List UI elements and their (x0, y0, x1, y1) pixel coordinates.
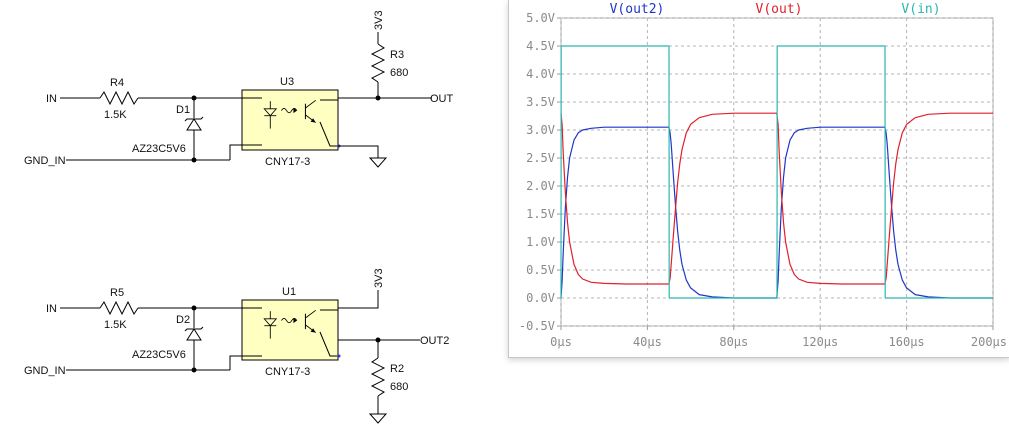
r4-value: 1.5K (104, 109, 127, 121)
waveform-chart: -0.5V 0.0V 0.5V 1.0V 1.5V 2.0V 2.5V 3.0V 3.5V 4.0… (519, 2, 1007, 349)
top-circuit: IN R4 1.5K D1 AZ23C5V6 GND_IN U3 (24, 10, 454, 168)
legend-entry: V(out) (756, 2, 803, 17)
legend-entry: V(in) (901, 2, 940, 17)
y-tick-label: 3.0V (526, 123, 555, 137)
d2-ref: D2 (176, 314, 190, 326)
y-tick-label: 0.0V (526, 291, 555, 305)
d2-part: AZ23C5V6 (132, 349, 186, 361)
series-layer (560, 45, 993, 299)
u1-part: CNY17-3 (265, 366, 310, 378)
d1-ref: D1 (176, 104, 190, 116)
schematic-diagram: IN R4 1.5K D1 AZ23C5V6 GND_IN U3 (24, 10, 454, 424)
u1-ref: U1 (282, 286, 296, 298)
zener-diode-d1 (184, 98, 204, 160)
series-line-v-in- (560, 45, 993, 299)
y-tick-label: 1.5V (526, 207, 555, 221)
r3-value: 680 (390, 67, 408, 79)
y-tick-label: 5.0V (526, 11, 555, 25)
optocoupler-u3 (241, 89, 341, 151)
d1-part: AZ23C5V6 (132, 143, 186, 155)
y-tick-label: 2.0V (526, 179, 555, 193)
ground-symbol-bottom (368, 413, 388, 424)
resistor-r3 (370, 43, 386, 83)
y-tick-label: 3.5V (526, 95, 555, 109)
u3-part: CNY17-3 (265, 156, 310, 168)
top-out-label: OUT (430, 93, 454, 105)
zener-diode-d2 (184, 308, 204, 370)
x-tick-label: 160µs (889, 335, 925, 349)
legend: V(out2) V(out) V(in) (610, 2, 941, 17)
bottom-in-label: IN (46, 303, 57, 315)
r4-ref: R4 (110, 77, 124, 89)
y-tick-label: 4.5V (526, 39, 555, 53)
y-tick-label: 4.0V (526, 67, 555, 81)
top-in-label: IN (46, 93, 57, 105)
x-tick-label: 200µs (971, 335, 1007, 349)
x-tick-label: 120µs (802, 335, 838, 349)
r5-ref: R5 (110, 287, 124, 299)
bottom-rail-label: 3V3 (373, 268, 385, 288)
top-rail-label: 3V3 (373, 10, 385, 30)
x-tick-labels: 0µs 40µs 80µs 120µs 160µs 200µs (550, 335, 1007, 349)
top-gnd-label: GND_IN (24, 155, 66, 167)
bottom-out-label: OUT2 (420, 335, 449, 347)
y-tick-label: 1.0V (526, 235, 555, 249)
resistor-r4 (99, 90, 139, 106)
bottom-circuit: IN R5 1.5K D2 AZ23C5V6 GND_IN U1 CNY17-3 (24, 268, 449, 424)
x-tick-label: 40µs (633, 335, 662, 349)
r2-ref: R2 (390, 363, 404, 375)
y-tick-label: 2.5V (526, 151, 555, 165)
ground-symbol-top (368, 157, 388, 168)
x-tick-label: 0µs (550, 335, 572, 349)
u3-ref: U3 (280, 76, 294, 88)
grid-layer (557, 17, 994, 330)
resistor-r2 (370, 357, 386, 397)
waveform-plot-window: -0.5V 0.0V 0.5V 1.0V 1.5V 2.0V 2.5V 3.0V 3.5V 4.0… (508, 0, 1009, 358)
r5-value: 1.5K (104, 319, 127, 331)
r2-value: 680 (390, 381, 408, 393)
optocoupler-u1 (241, 299, 341, 361)
legend-entry: V(out2) (610, 2, 665, 17)
y-tick-labels: -0.5V 0.0V 0.5V 1.0V 1.5V 2.0V 2.5V 3.0V 3.5V 4.0… (519, 11, 555, 333)
x-tick-label: 80µs (719, 335, 748, 349)
bottom-gnd-label: GND_IN (24, 365, 66, 377)
y-tick-label: -0.5V (519, 319, 555, 333)
resistor-r5 (99, 300, 139, 316)
r3-ref: R3 (390, 49, 404, 61)
y-tick-label: 0.5V (526, 263, 555, 277)
